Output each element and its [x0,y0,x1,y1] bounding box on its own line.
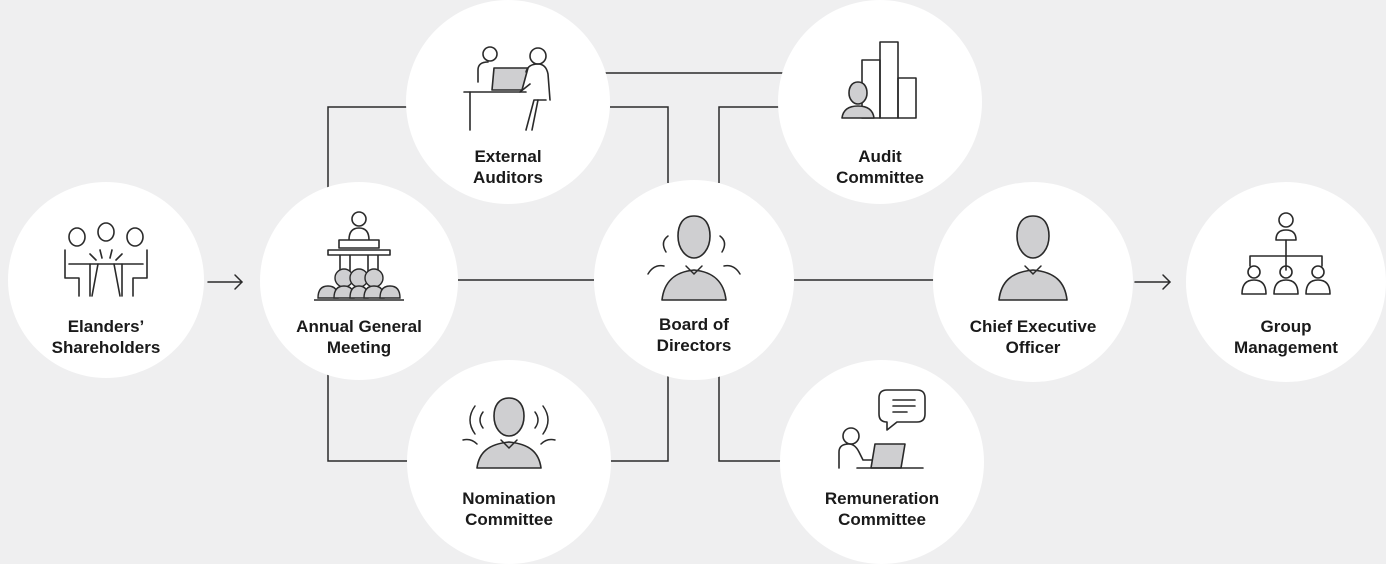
label-line-1: Audit [858,147,902,166]
node-label: Elanders’ Shareholders [8,316,204,358]
label-line-1: Annual General [296,317,422,336]
label-line-1: Remuneration [824,489,940,508]
label-line-2: Directors [656,336,732,355]
node-board-of-directors: Board of Directors [594,180,794,380]
label-line-1: External [474,147,542,166]
connector-agm-nomination [328,370,410,461]
org-chart-icon [1240,210,1332,300]
person-bar-chart-icon [840,40,920,120]
node-group-management: Group Management [1186,182,1386,382]
label-line-1: Elanders’ [67,317,145,336]
arrow-shareholders-agm [208,275,242,289]
label-line-2: Auditors [473,168,543,187]
connector-board-remuneration [719,372,782,461]
meeting-table-icon [60,220,152,300]
node-nomination-committee: Nomination Committee [407,360,611,564]
node-chief-executive-officer: Chief Executive Officer [933,182,1133,382]
node-audit-committee: Audit Committee [778,0,982,204]
node-annual-general-meeting: Annual General Meeting [260,182,458,380]
label-line-2: Committee [836,168,924,187]
label-line-1: Nomination [462,489,556,508]
node-shareholders: Elanders’ Shareholders [8,182,204,378]
label-line-2: Officer [1005,338,1061,357]
node-label: Audit Committee [778,146,982,188]
person-group-icon [644,212,744,302]
node-label: Remuneration Committee [780,488,984,530]
label-line-2: Committee [465,510,553,529]
podium-audience-icon [314,210,404,302]
connector-external-auditors-board [610,107,668,183]
node-label: Board of Directors [594,314,794,356]
connector-nomination-board [610,372,668,461]
node-external-auditors: External Auditors [406,0,610,204]
label-line-1: Group [1260,317,1312,336]
label-line-2: Committee [838,510,926,529]
label-line-2: Management [1234,338,1338,357]
node-label: Chief Executive Officer [933,316,1133,358]
person-laptop-speech-icon [837,386,927,470]
person-icon [993,212,1073,302]
label-line-2: Meeting [326,338,392,357]
node-label: External Auditors [406,146,610,188]
label-line-2: Shareholders [51,338,161,357]
node-label: Group Management [1186,316,1386,358]
connector-lines [0,0,1386,551]
label-line-1: Board of [659,315,729,334]
connector-agm-external-auditors [328,107,410,188]
node-label: Annual General Meeting [260,316,458,358]
connector-board-audit [719,107,782,183]
node-label: Nomination Committee [407,488,611,530]
label-line-1: Chief Executive [969,317,1097,336]
arrow-ceo-group-management [1135,275,1170,289]
desk-laptop-meeting-icon [460,44,556,132]
node-remuneration-committee: Remuneration Committee [780,360,984,564]
discussing-person-icon [449,394,569,470]
